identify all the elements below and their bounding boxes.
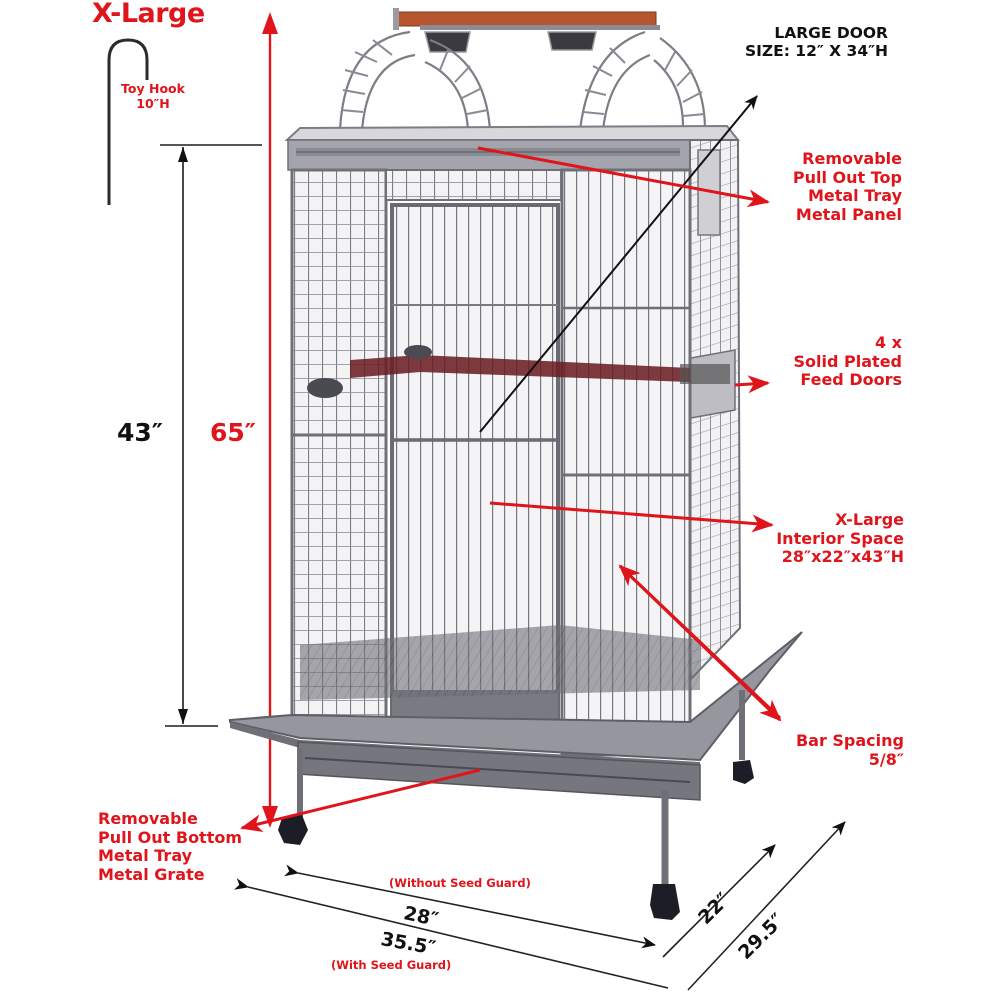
- cage-height-label: 43″: [117, 418, 163, 447]
- total-height-label: 65″: [210, 418, 256, 447]
- interior-space-callout: X-Large Interior Space 28″x22″x43″H: [742, 510, 904, 567]
- large-door-line-2: SIZE: 12″ X 34″H: [744, 42, 888, 61]
- toy-hook-line-1: Toy Hook: [121, 81, 185, 96]
- large-door-callout: LARGE DOOR SIZE: 12″ X 34″H: [712, 24, 888, 60]
- bottom-tray-line-2: Pull Out Bottom: [98, 827, 243, 847]
- bottom-tray-callout: Removable Pull Out Bottom Metal Tray Met…: [98, 809, 243, 885]
- feed-doors-line-3: Feed Doors: [800, 370, 902, 390]
- top-tray-line-2: Pull Out Top: [792, 167, 902, 187]
- hook-icon: [107, 38, 149, 205]
- with-seed-guard-note: (With Seed Guard): [331, 958, 452, 972]
- feed-doors-line-1: 4 x: [874, 333, 902, 352]
- top-tray-line-4: Metal Panel: [795, 205, 902, 225]
- without-seed-guard-note: (Without Seed Guard): [389, 876, 531, 890]
- bottom-tray-line-1: Removable: [98, 809, 198, 828]
- bar-spacing-callout: Bar Spacing 5/8″: [760, 731, 904, 769]
- size-title: X-Large: [92, 0, 205, 29]
- large-door-line-1: LARGE DOOR: [774, 24, 888, 42]
- bottom-tray-line-4: Metal Grate: [98, 865, 205, 885]
- top-tray-callout: Removable Pull Out Top Metal Tray Metal …: [740, 149, 902, 225]
- bar-spacing-line-1: Bar Spacing: [795, 731, 904, 750]
- toy-hook-line-2: 10″H: [136, 95, 170, 111]
- bottom-tray-line-3: Metal Tray: [98, 846, 193, 866]
- feed-doors-callout: 4 x Solid Plated Feed Doors: [760, 333, 902, 390]
- interior-line-2: Interior Space: [776, 528, 904, 548]
- top-tray-line-3: Metal Tray: [807, 186, 902, 206]
- top-tray-line-1: Removable: [802, 149, 902, 168]
- feed-doors-line-2: Solid Plated: [793, 351, 902, 371]
- bar-spacing-line-2: 5/8″: [868, 749, 904, 769]
- interior-line-1: X-Large: [835, 510, 904, 529]
- toy-hook-label: Toy Hook 10″H: [112, 81, 194, 111]
- interior-line-3: 28″x22″x43″H: [781, 547, 904, 567]
